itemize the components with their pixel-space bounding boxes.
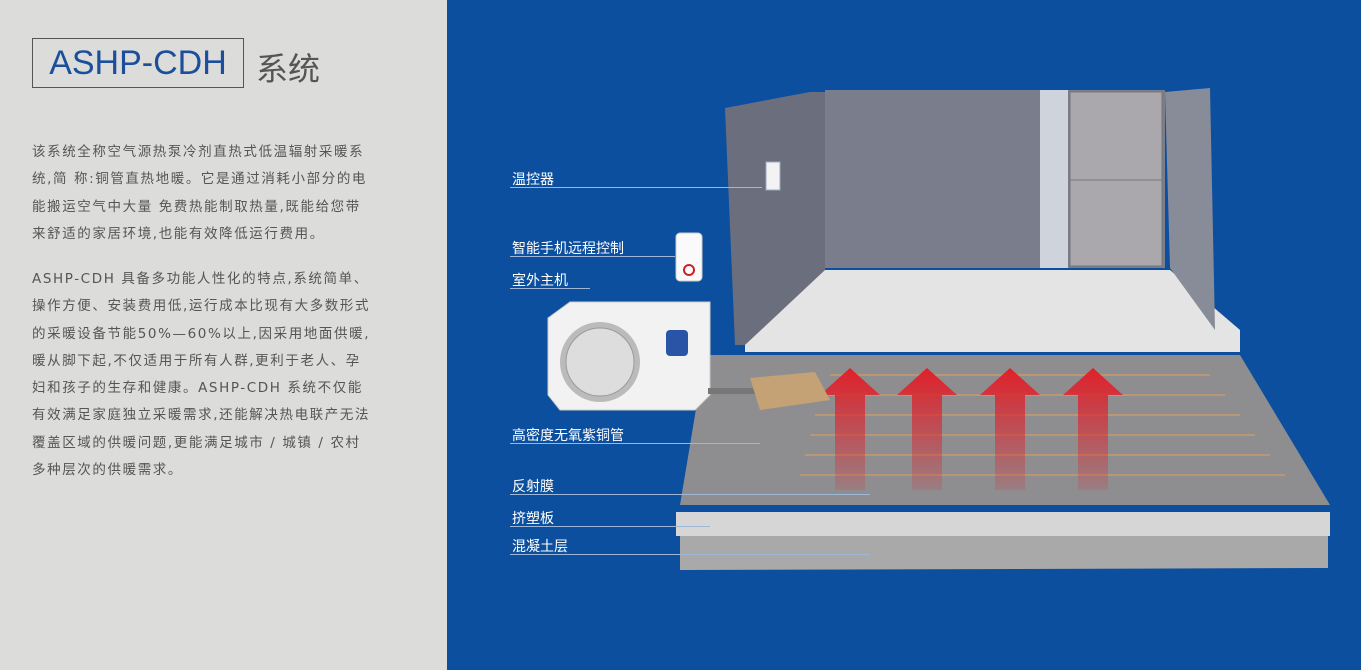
manifold-box [750, 372, 830, 410]
pillar [1040, 90, 1068, 268]
text-line: 有效满足家庭独立采暖需求,还能解决热电联产无法 [32, 407, 371, 424]
text-line: 能搬运空气中大量 免费热能制取热量,既能给您带 [32, 198, 361, 215]
label-concrete-layer: 混凝土层 [512, 539, 568, 555]
callout-line [510, 187, 762, 188]
heat-arrow [820, 368, 880, 490]
text-line: 多种层次的供暖需求。 [32, 462, 183, 479]
callout-line [510, 288, 590, 289]
text-line: 暖从脚下起,不仅适用于所有人群,更利于老人、孕 [32, 352, 361, 369]
callout-line [510, 494, 870, 495]
label-thermostat: 温控器 [512, 172, 554, 188]
phone-icon [675, 232, 703, 282]
outdoor-unit-icon [547, 301, 758, 411]
text-line: 妇和孩子的生存和健康。ASHP-CDH 系统不仅能 [32, 380, 363, 397]
heat-arrows [820, 368, 1123, 490]
label-xps-board: 挤塑板 [512, 511, 554, 527]
callout-line [510, 526, 710, 527]
title-suffix: 系统 [256, 50, 321, 88]
text-line: ASHP-CDH 具备多功能人性化的特点,系统简单、 [32, 271, 369, 287]
callout-line [510, 256, 675, 257]
text-line: 该系统全称空气源热泵冷剂直热式低温辐射采暖系 [32, 144, 365, 160]
label-smartphone-control: 智能手机远程控制 [512, 241, 624, 257]
text-line: 的采暖设备节能50%—60%以上,因采用地面供暖, [32, 325, 371, 342]
text-line: 统,简 称:铜管直热地暖。它是通过消耗小部分的电 [32, 171, 368, 188]
text-line: 覆盖区域的供暖问题,更能满足城市 / 城镇 / 农村 [32, 434, 361, 451]
label-reflective-film: 反射膜 [512, 479, 554, 495]
door [1069, 91, 1163, 267]
xps-board [676, 512, 1330, 536]
heat-arrow [1063, 368, 1123, 490]
text-line: 来舒适的家居环境,也能有效降低运行费用。 [32, 225, 325, 242]
title-boxed: ASHP-CDH [32, 38, 244, 88]
right-wall [1165, 88, 1215, 330]
callout-line [510, 554, 870, 555]
intro-paragraph-2: ASHP-CDH 具备多功能人性化的特点,系统简单、 操作方便、安装费用低,运行… [32, 266, 370, 484]
floor-slab [745, 270, 1240, 352]
concrete-layer [680, 535, 1328, 570]
callout-line [510, 443, 760, 444]
left-wall [725, 92, 825, 345]
intro-panel: ASHP-CDH 系统 该系统全称空气源热泵冷剂直热式低温辐射采暖系 统,简 称… [0, 0, 447, 670]
thermostat-icon [765, 161, 781, 191]
intro-paragraph-1: 该系统全称空气源热泵冷剂直热式低温辐射采暖系 统,简 称:铜管直热地暖。它是通过… [32, 139, 367, 248]
label-outdoor-unit: 室外主机 [512, 273, 568, 289]
text-line: 操作方便、安装费用低,运行成本比现有大多数形式 [32, 298, 371, 315]
heat-arrow [897, 368, 957, 490]
label-copper-pipe: 高密度无氧紫铜管 [512, 428, 624, 444]
heat-arrow [980, 368, 1040, 490]
